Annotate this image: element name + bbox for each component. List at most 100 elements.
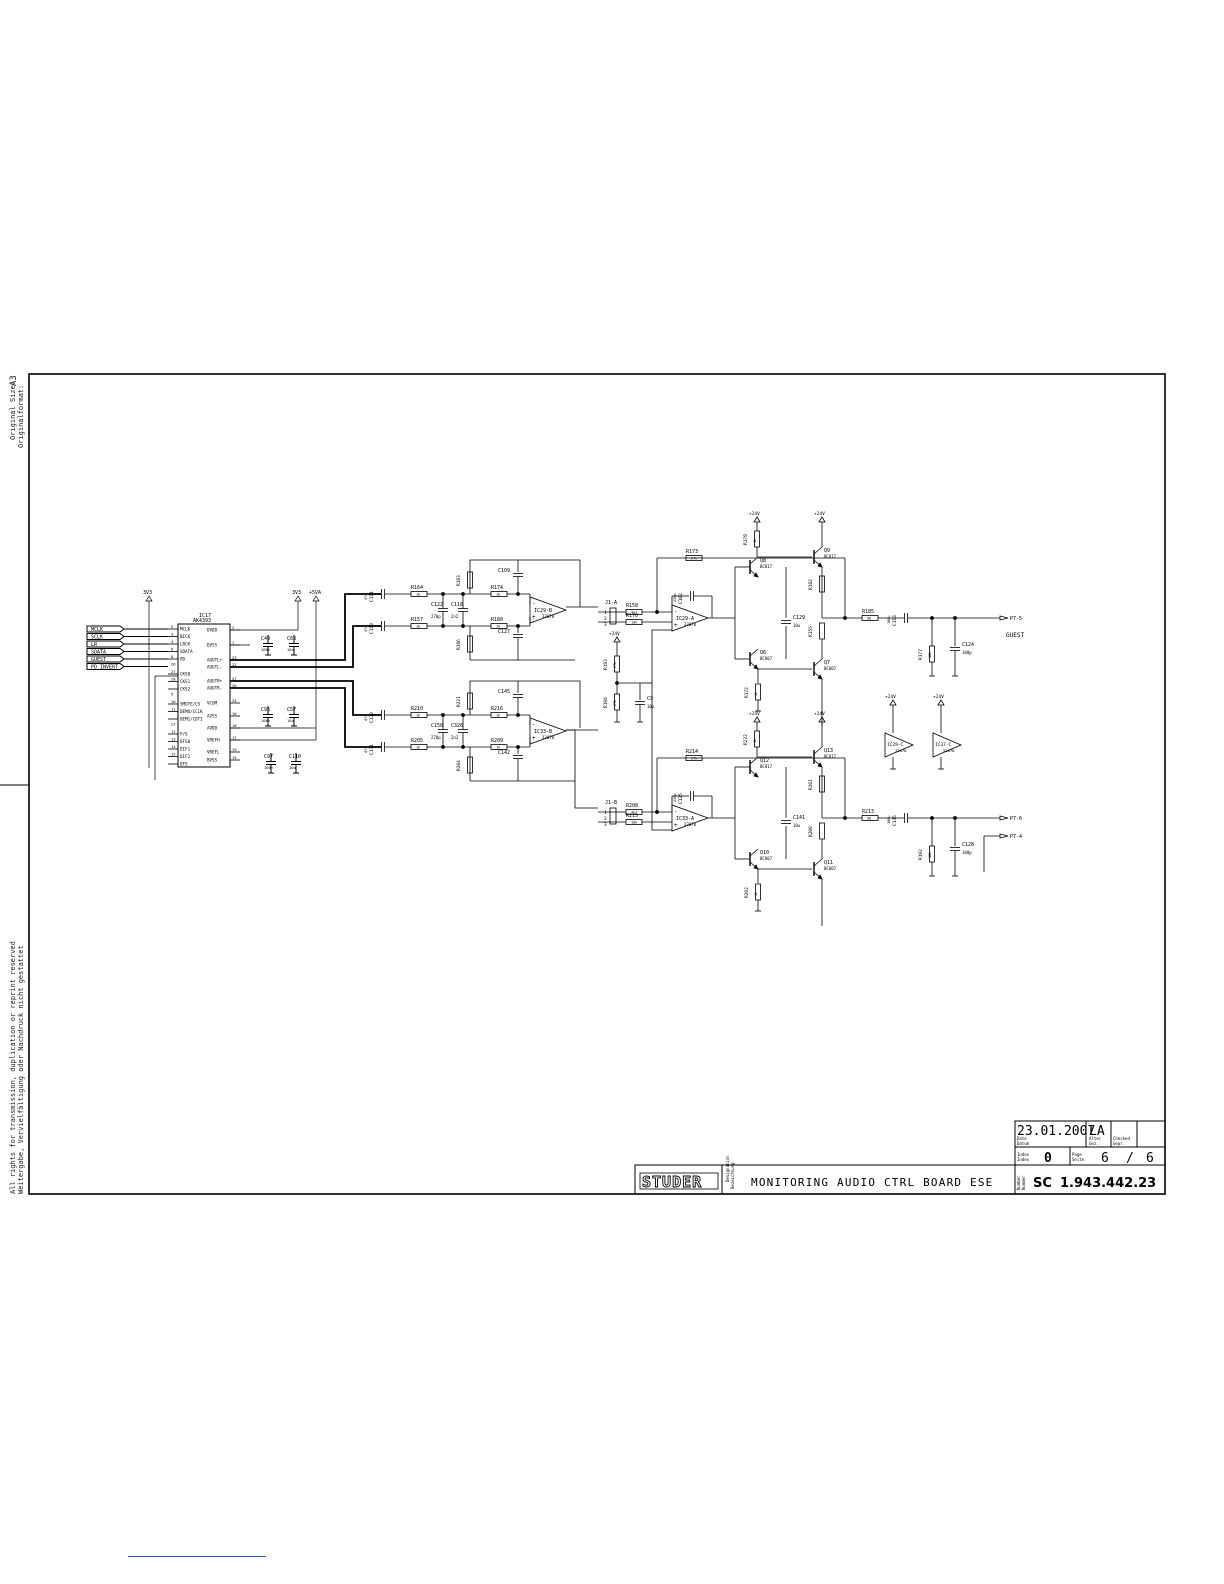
dac-left-pin-label: SDATA <box>180 649 193 654</box>
transistor-arrow <box>817 762 823 768</box>
resistor-body <box>685 555 703 561</box>
resistor-ref: R192 <box>918 849 924 860</box>
opamp-body <box>932 732 963 758</box>
dac-left-pin-number: 22 <box>171 722 176 727</box>
jumper-ref: J1-A <box>605 600 617 606</box>
resistor-value: 10k <box>928 651 932 658</box>
opamp-ref: IC33-B <box>534 729 552 735</box>
capacitor-ref: C109 <box>498 568 510 574</box>
capacitor-value: 100n <box>261 647 270 652</box>
input-port-label: PD_INVERT <box>91 664 118 670</box>
resistor-ref: R216 <box>491 706 503 712</box>
dac-right-pin-number: 27 <box>232 676 237 681</box>
dac-left-pin-number: 14 <box>171 744 176 749</box>
capacitor-value: 100n <box>261 718 270 723</box>
opamp-noninv-sign: + <box>674 622 678 629</box>
capacitor-ref: C122 <box>431 602 443 608</box>
transistor-arrow <box>817 674 823 680</box>
dac-right-pin-label: BVSS <box>207 758 218 763</box>
dac-right-pin-label: VREFL <box>207 750 220 755</box>
dac-right-pin-number: 15 <box>232 755 237 760</box>
resistor-value: 1k <box>416 625 421 629</box>
resistor-body <box>819 822 825 840</box>
capacitor-ref: C97 <box>264 754 273 760</box>
opamp-body <box>884 732 915 758</box>
side-note-size-label: Original Size: <box>9 380 17 440</box>
rail-5va-label: +5VA <box>309 590 321 596</box>
tb-date: 23.01.2007 <box>1017 1124 1095 1139</box>
tb-page-sep: / <box>1126 1151 1134 1166</box>
resistor-ref: R174 <box>491 585 503 591</box>
opamp-inv-sign: - <box>674 808 678 815</box>
capacitor-value: 100n <box>264 765 273 770</box>
resistor-ref: R170 <box>626 613 638 619</box>
capacitor-value: 100u <box>887 816 891 824</box>
supply-label: +24V <box>609 631 620 637</box>
capacitor-ref: C9 <box>647 696 653 702</box>
resistor-value: 10k <box>928 851 932 858</box>
dac-left-pin-number: 5 <box>171 624 173 629</box>
capacitor-ref: C68 <box>287 636 296 642</box>
opamp-part: 33078 <box>684 622 697 627</box>
capacitor-ref: C141 <box>793 815 805 821</box>
capacitor-ref: C57 <box>287 707 296 713</box>
resistor-ref: R182 <box>808 579 814 590</box>
transistor-ref: Q10 <box>760 850 769 856</box>
tb-index: 0 <box>1044 1151 1052 1166</box>
supply-arrow <box>818 516 826 523</box>
resistor-body <box>467 635 473 653</box>
input-port-flag <box>86 655 125 663</box>
tb-index-label: Index <box>1017 1152 1030 1157</box>
resistor-ref: R215 <box>626 813 638 819</box>
dac-left-pin-number: 3 <box>171 632 173 637</box>
jumper-pin: 2 <box>604 816 607 822</box>
resistor-value: 56 <box>867 817 871 821</box>
tb-number: 1.943.442.23 <box>1060 1176 1156 1191</box>
resistor-ref: R177 <box>918 649 924 660</box>
capacitor-value: 10u <box>289 765 296 770</box>
bus-aoutl-minus <box>230 625 370 668</box>
transistor-arrow <box>753 664 759 670</box>
opamp-noninv-sign: + <box>532 614 536 621</box>
resistor-value: 1k <box>753 738 757 743</box>
resistor-value: 1k <box>496 746 501 750</box>
title-block-text: 23.01.2007 LA Date Datum Alter Gez. Chec… <box>642 1124 1157 1191</box>
dac-right-pin-number: 20 <box>232 683 237 688</box>
opamp-part: 33078 <box>542 614 555 619</box>
dac-left-pin-number: 13 <box>171 737 176 742</box>
opamp-inv-sign: - <box>674 608 678 615</box>
input-port-label: SDATA <box>91 649 106 655</box>
input-port-label: SCLK <box>91 634 103 640</box>
capacitor-ref: C113 <box>892 615 898 626</box>
resistor-ref: R221 <box>456 696 462 707</box>
dac-left-pin-number: 12 <box>171 729 176 734</box>
dac-right-pin-number: 23 <box>232 655 237 660</box>
opamp-inv-sign: - <box>532 600 536 607</box>
feedback-wire <box>469 559 581 607</box>
bus-aoutr-plus <box>230 680 370 716</box>
capacitor-ref: C125 <box>678 793 684 804</box>
resistor-ref: R213 <box>862 809 874 815</box>
port-arrow <box>999 815 1009 821</box>
capacitor-ref: C326 <box>451 723 463 729</box>
transistor-ref: Q9 <box>824 548 830 554</box>
rail-3v3-symbol <box>145 595 153 602</box>
transistor-ref: Q12 <box>760 758 769 764</box>
side-note-rights-de: Weitergabe, Vervielfältigung oder Nachdr… <box>17 945 25 1194</box>
transistor-arrow <box>753 864 759 870</box>
capacitor-ref: C130 <box>369 712 375 723</box>
dac-left-pin-number: 8 <box>171 654 174 659</box>
dac-right-pin-number: 1 <box>232 640 235 645</box>
resistor-ref: R200 <box>808 826 814 837</box>
dac-ref: IC17 <box>199 613 211 619</box>
tb-checked-label: Checked <box>1113 1136 1130 1141</box>
transistor-collector <box>813 546 823 555</box>
dac-left-pin-number: 11 <box>171 707 176 712</box>
studer-logo-box <box>639 1172 719 1190</box>
tb-page-label-de: Seite <box>1072 1157 1085 1162</box>
dac-ic17: IC17 AK4393 MCLK5BICK3LRCK4SDATA6PD826CK… <box>168 613 240 768</box>
resistor-value: 10k <box>631 621 638 625</box>
jumper-body <box>609 807 617 825</box>
dac-right-pin-number: 17 <box>232 735 237 740</box>
